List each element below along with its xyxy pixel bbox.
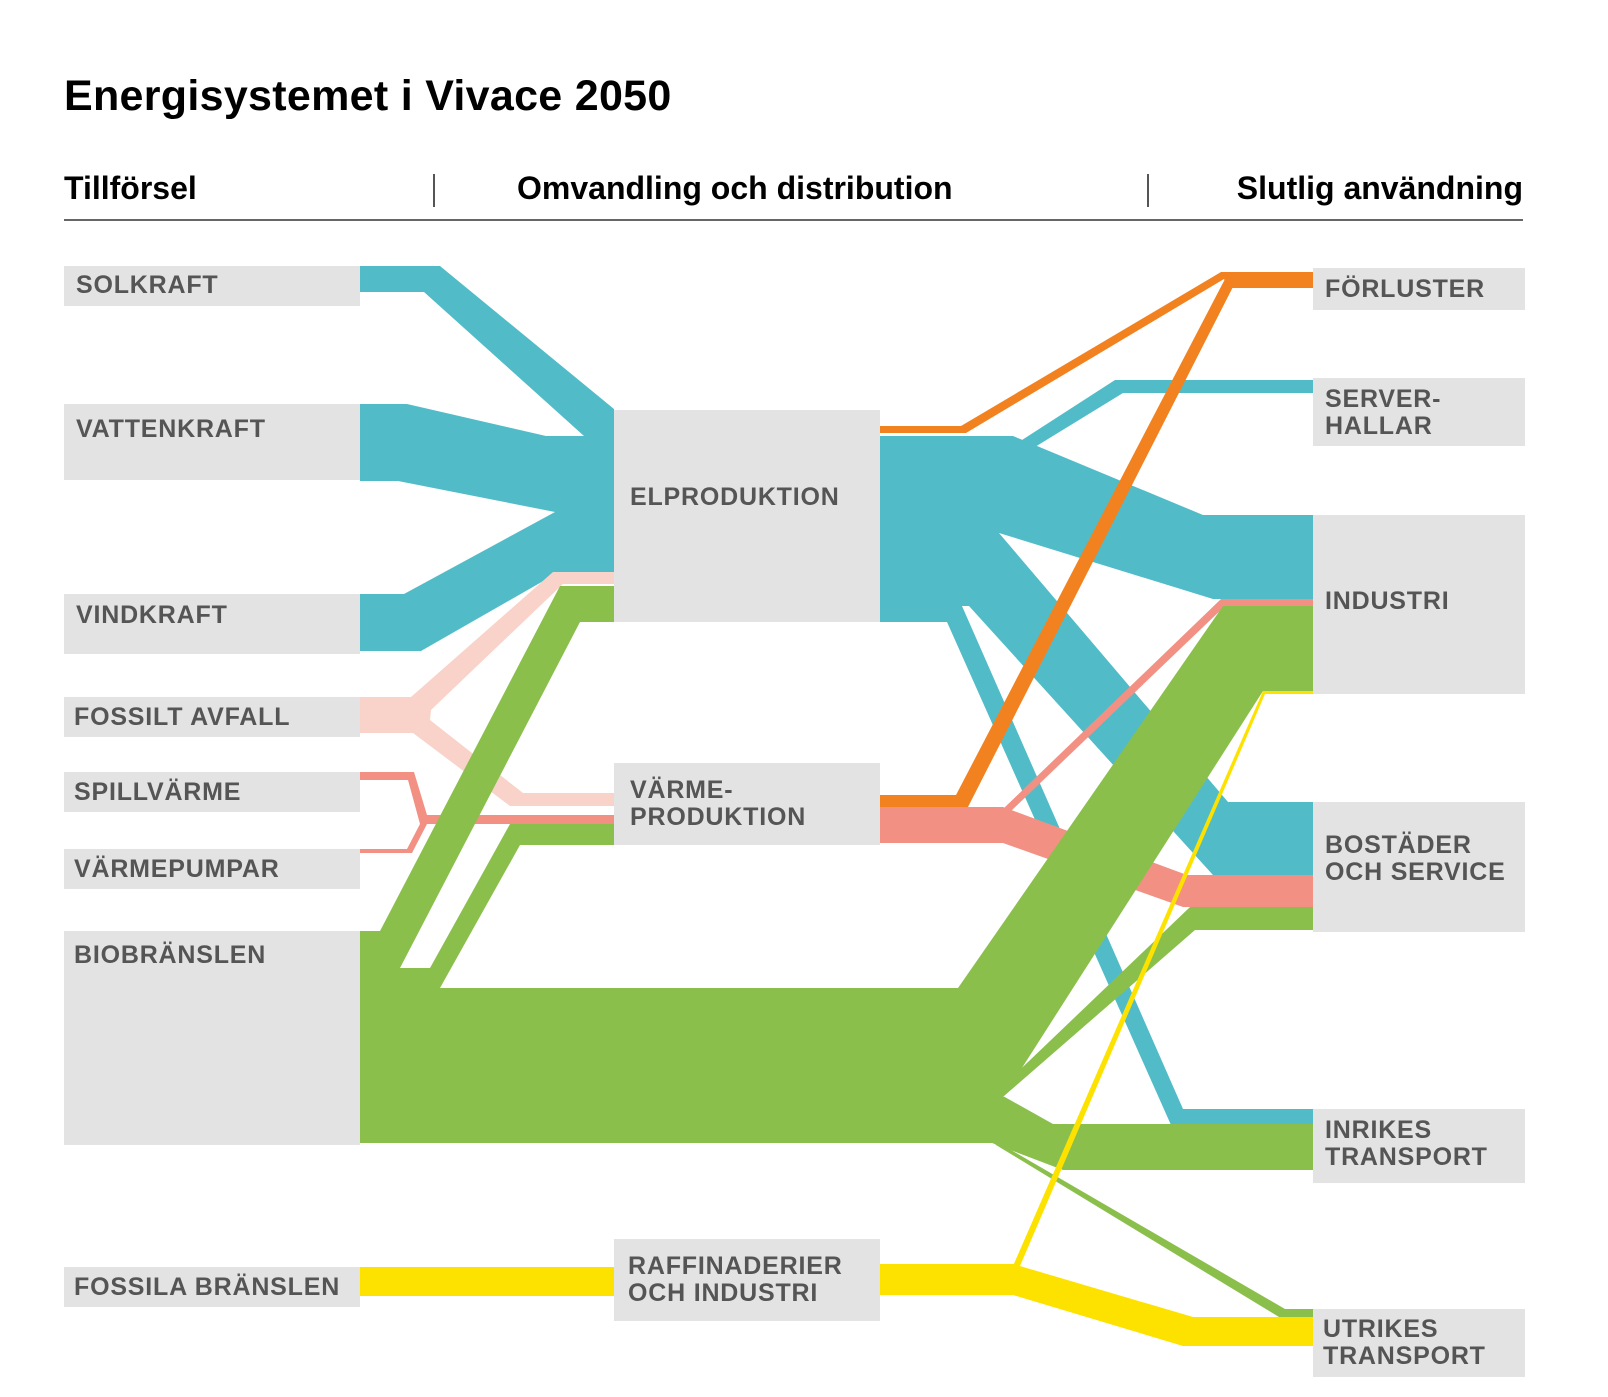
label-varmepumpar: VÄRMEPUMPAR (74, 855, 280, 883)
flow-el-industri (880, 436, 1313, 599)
flow-bio-inrikes (360, 1096, 1313, 1170)
flow-spillvarme-varme (360, 772, 614, 824)
column-heading-supply: Tillförsel (64, 170, 197, 206)
node-elproduktion (614, 410, 880, 622)
node-utrikes (1313, 1309, 1525, 1377)
node-spillvarme (64, 772, 360, 812)
node-industri (1313, 515, 1525, 694)
node-vattenkraft (64, 404, 360, 480)
flow-vindkraft-elproduktion (360, 512, 614, 651)
flow-bio-elproduktion (360, 586, 614, 968)
flow-varmepumpar-varme (360, 824, 427, 853)
node-raffinaderier (614, 1239, 880, 1321)
flow-bio-varme (360, 824, 614, 988)
node-biobranslen (64, 931, 360, 1145)
node-varmeproduktion (614, 763, 880, 845)
label-elproduktion: ELPRODUKTION (630, 483, 840, 511)
label-inrikes: INRIKES TRANSPORT (1325, 1116, 1488, 1171)
label-biobranslen: BIOBRÄNSLEN (74, 941, 267, 969)
label-forluster: FÖRLUSTER (1325, 275, 1485, 303)
flow-el-bostader (880, 533, 1313, 875)
flow-bio-industri (360, 606, 1313, 1096)
label-fossilt-avfall: FOSSILT AVFALL (74, 703, 291, 731)
label-bostader: BOSTÄDER OCH SERVICE (1325, 831, 1506, 886)
label-varmeproduktion: VÄRME- PRODUKTION (630, 776, 807, 831)
column-separator (1147, 174, 1149, 207)
flow-bio-bostader (1004, 907, 1313, 1096)
node-solkraft (64, 266, 360, 306)
flow-solkraft-elproduktion (360, 266, 614, 436)
node-forluster (1313, 268, 1525, 310)
node-varmepumpar (64, 849, 360, 889)
column-separator (433, 174, 435, 207)
label-serverhallar: SERVER- HALLAR (1325, 385, 1442, 440)
label-industri: INDUSTRI (1325, 587, 1450, 615)
flow-el-forluster (880, 272, 1313, 433)
column-heading-conversion: Omvandling och distribution (517, 170, 953, 206)
label-vindkraft: VINDKRAFT (76, 601, 228, 629)
node-fossilt-avfall (64, 697, 360, 737)
label-solkraft: SOLKRAFT (76, 271, 219, 299)
flow-vattenkraft-elproduktion (360, 404, 614, 512)
flow-forluster-stub (1224, 279, 1313, 288)
node-serverhallar (1313, 378, 1525, 446)
flow-raff-utrikes (880, 1264, 1313, 1346)
node-bostader (1313, 802, 1525, 932)
flow-el-serverhallar (1005, 380, 1313, 458)
label-utrikes: UTRIKES TRANSPORT (1323, 1315, 1486, 1370)
node-vindkraft (64, 594, 360, 654)
flow-raff-industri (1013, 691, 1313, 1266)
label-fossila-branslen: FOSSILA BRÄNSLEN (74, 1273, 341, 1301)
label-raffinaderier: RAFFINADERIER OCH INDUSTRI (628, 1252, 843, 1307)
column-heading-end-use: Slutlig användning (1236, 170, 1523, 206)
flow-varme-forluster (880, 279, 1237, 807)
label-vattenkraft: VATTENKRAFT (76, 415, 266, 443)
flow-fossila-raffinaderier (360, 1267, 614, 1296)
diagram-title: Energisystemet i Vivace 2050 (64, 72, 672, 120)
node-inrikes (1313, 1109, 1525, 1183)
node-fossila-branslen (64, 1267, 360, 1307)
heading-rule (64, 219, 1523, 221)
label-spillvarme: SPILLVÄRME (74, 778, 242, 806)
